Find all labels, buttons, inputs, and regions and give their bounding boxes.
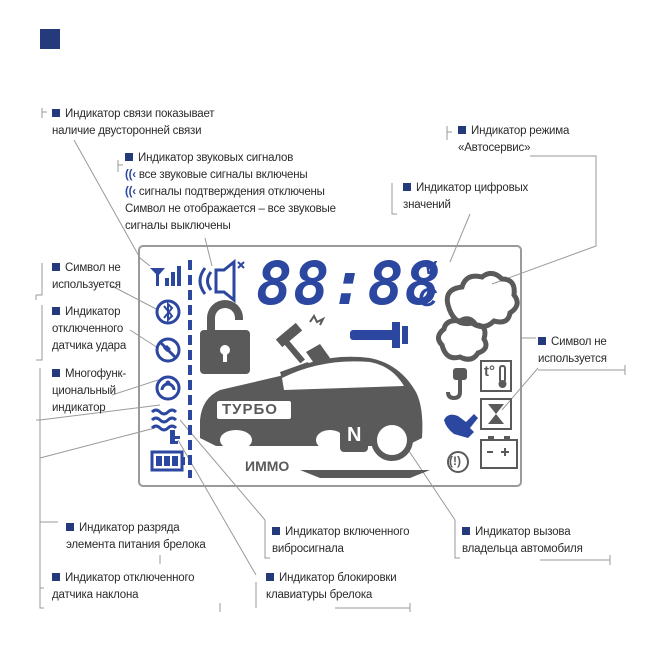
car-battery-icon xyxy=(480,436,518,469)
tilt-icon xyxy=(150,408,178,432)
label-unused-right: Символ не используется xyxy=(538,336,607,365)
thermometer-icon xyxy=(480,360,512,392)
label-multifunction: Многофунк- циональный индикатор xyxy=(52,368,126,414)
battery-icon xyxy=(150,450,185,472)
digital-display: 88:88 xyxy=(256,249,442,319)
label-keypad-lock: Индикатор блокировки клавиатуры брелока xyxy=(266,572,397,601)
lcd-display xyxy=(138,245,522,487)
bluetooth-icon xyxy=(155,299,181,325)
lock-icon xyxy=(200,300,250,374)
wrench-icon xyxy=(350,322,408,348)
label-unused-left: Символ не используется xyxy=(52,262,121,291)
corner-square xyxy=(40,29,60,49)
label-shock-off: Индикатор отключенного датчика удара xyxy=(52,306,127,352)
immo-label: ИММО xyxy=(245,458,290,474)
sound-on-icon: ((‹ xyxy=(125,169,136,181)
gear-n-label: N xyxy=(347,424,362,446)
label-vibro: Индикатор включенного вибросигнала xyxy=(272,526,410,555)
label-tilt-off: Индикатор отключенного датчика наклона xyxy=(52,572,195,601)
thermo-label: t° xyxy=(484,363,495,380)
key-icon xyxy=(170,430,180,444)
hammer-icon xyxy=(275,314,326,364)
hourglass-icon xyxy=(480,398,512,430)
label-autoservice: Индикатор режима «Автосервис» xyxy=(458,125,570,154)
warning-icon xyxy=(447,451,469,473)
label-connection: Индикатор связи показывает наличие двуст… xyxy=(52,108,215,137)
speaker-icon xyxy=(198,258,245,304)
label-sound: Индикатор звуковых сигналов ((‹все звуко… xyxy=(125,152,336,232)
shock-off-icon xyxy=(155,337,181,363)
unit-v: V xyxy=(424,258,437,278)
label-digital: Индикатор цифровых значений xyxy=(403,182,529,211)
hand-icon xyxy=(444,414,478,438)
multifunction-icon xyxy=(155,375,181,401)
antenna-icon xyxy=(150,266,181,286)
label-battery: Индикатор разряда элемента питания брело… xyxy=(66,522,206,551)
car-icon xyxy=(200,356,430,478)
exclaim-label: (!) xyxy=(449,454,461,468)
hook-icon xyxy=(446,368,467,400)
label-owner-call: Индикатор вызова владельца автомобиля xyxy=(462,526,583,555)
turbo-label: ТУРБО xyxy=(222,401,278,418)
cloud-icon xyxy=(436,271,520,362)
unit-c: C xyxy=(418,282,437,312)
sound-confirm-off-icon: ((‹ xyxy=(125,186,136,198)
